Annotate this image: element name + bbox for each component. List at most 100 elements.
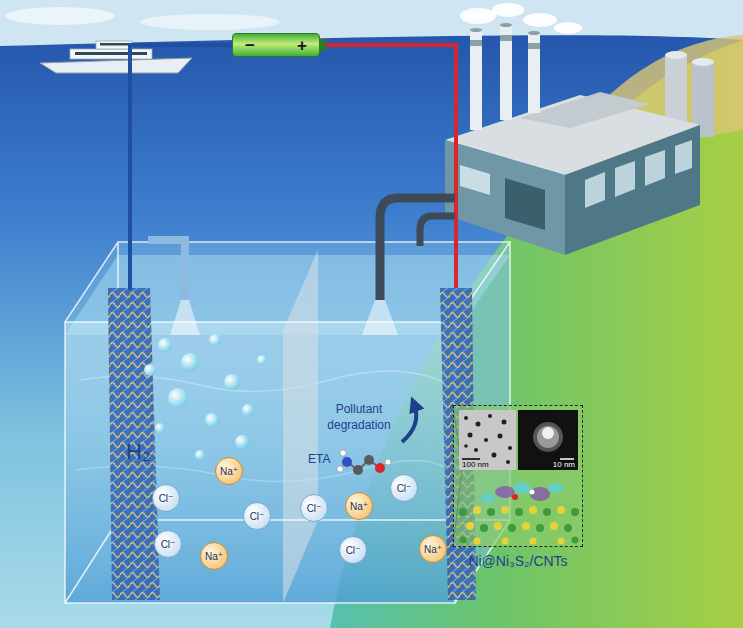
factory	[585, 172, 605, 208]
electrodes	[108, 288, 160, 600]
hydrogen-bubbles	[257, 355, 267, 365]
inset-artwork	[453, 405, 583, 547]
material-label: Ni@Ni₃S₂/CNTs	[434, 553, 602, 569]
inset-artwork	[508, 446, 512, 450]
inset-artwork	[453, 405, 583, 547]
inset-artwork	[508, 524, 516, 532]
inset-artwork	[513, 482, 531, 494]
inset-artwork	[515, 508, 523, 516]
process-label: Pollutant degradation	[318, 402, 400, 433]
ethanolamine-molecule	[375, 463, 385, 473]
inset-artwork	[518, 410, 578, 470]
inset-artwork	[468, 433, 473, 438]
chloride-ion: Cl⁻	[243, 502, 271, 530]
factory	[645, 150, 665, 186]
ion-label: Na⁺	[424, 544, 442, 555]
hydrogen-bubbles	[224, 374, 240, 390]
chloride-ion: Cl⁻	[154, 530, 182, 558]
factory	[692, 58, 714, 66]
inset-artwork	[536, 524, 544, 532]
hydrogen-bubbles	[158, 338, 172, 352]
hydrogen-bubbles	[181, 353, 199, 371]
ion-label: Cl⁻	[397, 483, 412, 494]
ethanolamine-molecule	[340, 450, 346, 456]
ethanolamine-molecule	[385, 459, 391, 465]
yacht	[100, 43, 128, 46]
inset-artwork	[464, 444, 468, 448]
inset-artwork	[460, 537, 467, 544]
inset-artwork	[506, 460, 510, 464]
sodium-ion: Na⁺	[419, 535, 447, 563]
background	[5, 7, 115, 25]
hydrogen-bubbles	[205, 413, 219, 427]
hydrogen-bubbles	[242, 404, 254, 416]
inset-artwork	[533, 422, 563, 452]
inset-artwork	[571, 508, 579, 516]
ethanolamine-molecule	[364, 455, 374, 465]
ion-label: Cl⁻	[161, 539, 176, 550]
inset-artwork	[481, 493, 495, 503]
inset-artwork	[512, 494, 518, 500]
inset-artwork	[522, 522, 530, 530]
wires-and-pipes	[380, 198, 455, 300]
battery-sign: +	[297, 37, 307, 54]
factory	[445, 140, 565, 255]
tank	[65, 242, 510, 603]
inset-artwork	[560, 458, 574, 460]
inset-artwork	[476, 422, 481, 427]
factory	[528, 43, 540, 49]
inset-artwork	[537, 426, 559, 448]
inset-artwork	[530, 487, 550, 501]
inset-artwork	[557, 506, 565, 514]
tem-image: 100 nm	[459, 410, 516, 470]
inset-panel: Ni@Ni₃S₂/CNTs100 nm10 nm	[453, 405, 583, 547]
ion-label: Cl⁻	[346, 545, 361, 556]
factory	[500, 23, 512, 27]
ethanolamine-molecule	[342, 457, 352, 467]
inset-artwork	[530, 538, 537, 545]
scale-bar-label: 100 nm	[462, 460, 489, 469]
wires-and-pipes	[130, 39, 456, 335]
inset-artwork	[494, 522, 502, 530]
inset-artwork	[459, 410, 516, 470]
hydrogen-bubbles	[155, 423, 165, 433]
chloride-ion: Cl⁻	[339, 536, 367, 564]
yacht	[96, 41, 132, 49]
wires-and-pipes	[148, 240, 185, 300]
wires-and-pipes	[320, 39, 326, 51]
product-label: H₂	[126, 438, 150, 467]
ion-label: Cl⁻	[307, 503, 322, 514]
background	[0, 0, 743, 46]
wires-and-pipes	[420, 216, 455, 246]
inset-artwork	[502, 538, 509, 545]
degradation-arrow	[402, 404, 416, 442]
inset-artwork	[558, 538, 565, 545]
inset-artwork	[543, 508, 551, 516]
tank	[283, 250, 318, 603]
inset-artwork	[492, 453, 497, 458]
yacht	[75, 52, 147, 55]
battery: −+	[232, 33, 320, 57]
inset-artwork	[498, 434, 503, 439]
factory	[528, 33, 540, 113]
degradation-arrow	[402, 404, 416, 442]
inset-artwork	[484, 438, 488, 442]
factory	[565, 125, 700, 255]
inset-artwork	[488, 414, 492, 418]
ion-label: Na⁺	[205, 551, 223, 562]
factory	[675, 140, 692, 174]
chloride-ion: Cl⁻	[300, 494, 328, 522]
wires-and-pipes	[362, 300, 398, 335]
factory	[460, 8, 496, 24]
factory	[492, 3, 524, 17]
factory	[470, 40, 482, 46]
tank	[65, 242, 510, 603]
yacht	[70, 49, 152, 59]
sodium-ion: Na⁺	[215, 457, 243, 485]
ethanolamine-molecule	[353, 465, 363, 475]
ion-label: Cl⁻	[159, 493, 174, 504]
